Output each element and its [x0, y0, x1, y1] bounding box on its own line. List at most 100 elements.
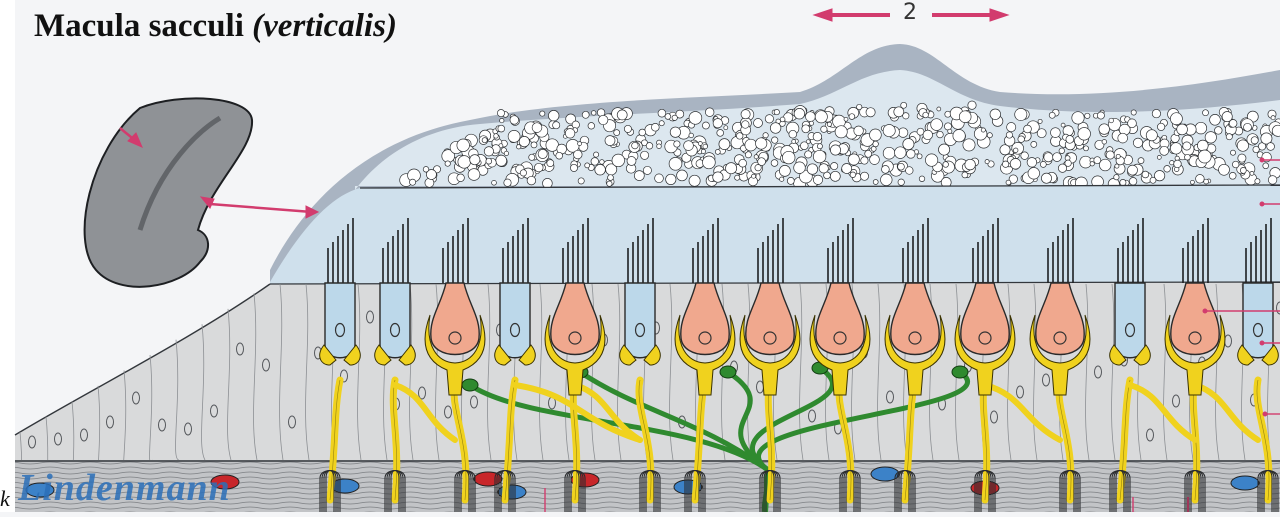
- otoconium: [1150, 177, 1156, 183]
- otoconium: [1018, 136, 1025, 143]
- otoconium: [917, 154, 922, 159]
- type-ii-hair-cell: [625, 283, 655, 358]
- otoconium: [1138, 158, 1144, 164]
- otoconium: [494, 134, 499, 139]
- otoconium: [1271, 116, 1275, 120]
- otoconium: [919, 176, 925, 182]
- otoconium: [458, 156, 471, 169]
- otoconium: [809, 121, 813, 125]
- otoconium: [813, 150, 826, 163]
- otoconium: [646, 143, 653, 150]
- otoconium: [898, 179, 904, 185]
- otoconium: [1109, 118, 1114, 123]
- otoconium: [468, 169, 480, 181]
- otoconium: [985, 160, 989, 164]
- otoconium: [1198, 150, 1211, 163]
- otoconium: [771, 160, 778, 167]
- otoconium: [871, 146, 876, 151]
- otoconium: [1015, 108, 1027, 120]
- otoconium: [608, 175, 614, 181]
- otoconium: [585, 163, 590, 168]
- otoconium: [510, 116, 519, 125]
- otoconium: [578, 178, 584, 184]
- otoconium: [739, 159, 747, 167]
- otoconium: [789, 130, 797, 138]
- otoconium: [457, 139, 470, 152]
- otoconium: [641, 151, 649, 159]
- title-main: Macula sacculi: [34, 8, 244, 44]
- otoconium: [752, 174, 756, 178]
- otoconium: [547, 160, 554, 167]
- otoconium: [1164, 166, 1171, 173]
- otoconium: [943, 162, 949, 168]
- otoconium: [1160, 146, 1169, 155]
- otoconium: [849, 114, 855, 120]
- otoconium: [1085, 113, 1090, 118]
- otoconium: [1006, 132, 1012, 138]
- otoconium: [724, 126, 728, 130]
- otoconium: [607, 181, 612, 186]
- otoconium: [578, 142, 582, 146]
- otoconium: [486, 158, 492, 164]
- otoconium: [508, 130, 520, 142]
- diagram-title: Macula sacculi (verticalis): [34, 8, 397, 45]
- otoconium: [504, 151, 508, 155]
- otoconium: [948, 129, 952, 133]
- otoconium: [987, 133, 992, 138]
- otoconium: [410, 179, 416, 185]
- otoconium: [1128, 119, 1137, 128]
- otoconium: [1232, 161, 1239, 168]
- otoconium: [684, 141, 694, 151]
- otoconium: [906, 167, 914, 175]
- otoconium: [1059, 148, 1065, 154]
- otoconium: [1061, 123, 1065, 127]
- otoconium: [923, 112, 929, 118]
- otoconium: [1114, 175, 1119, 180]
- otoconium: [677, 170, 688, 181]
- otoconium: [1072, 112, 1084, 124]
- otoconium: [614, 130, 620, 136]
- otoconium: [717, 130, 724, 137]
- otoconium: [535, 163, 544, 172]
- otoconium: [779, 165, 790, 176]
- otoconium: [1040, 161, 1046, 167]
- otoconium: [944, 123, 951, 130]
- otoconium: [1027, 158, 1037, 168]
- otoconium: [591, 111, 596, 116]
- otoconium: [670, 127, 680, 137]
- otoconium: [689, 175, 700, 186]
- otoconium: [745, 139, 757, 151]
- otoconium: [703, 156, 716, 169]
- otoconium: [883, 125, 895, 137]
- otoconium: [860, 172, 868, 180]
- otoconium: [1024, 125, 1032, 133]
- otoconium: [1230, 150, 1235, 155]
- otoconium: [1028, 168, 1040, 180]
- otoconium: [669, 157, 682, 170]
- otoconium: [701, 149, 705, 153]
- otoconium: [953, 130, 965, 142]
- otoconium: [1195, 122, 1207, 134]
- otoconium: [882, 166, 890, 174]
- otoconium: [496, 155, 507, 166]
- blood-vessel: [1231, 476, 1259, 490]
- otoconium: [1238, 154, 1246, 162]
- otoconium: [588, 123, 595, 130]
- otoconium: [666, 174, 676, 184]
- otoconium: [1044, 153, 1053, 162]
- otoconium: [1051, 128, 1061, 138]
- otoconium: [658, 109, 666, 117]
- otoconium: [1250, 171, 1254, 175]
- otoconium: [497, 110, 504, 117]
- otoconium: [1170, 143, 1181, 154]
- otoconium: [774, 109, 779, 114]
- otoconium: [1013, 148, 1018, 153]
- otoconium: [782, 151, 795, 164]
- artist-signature: Lindenmann: [18, 466, 231, 510]
- otoconium: [519, 136, 529, 146]
- otoconium: [1129, 178, 1137, 186]
- otoconium: [594, 152, 599, 157]
- otoconium: [703, 144, 708, 149]
- otoconium: [582, 111, 589, 118]
